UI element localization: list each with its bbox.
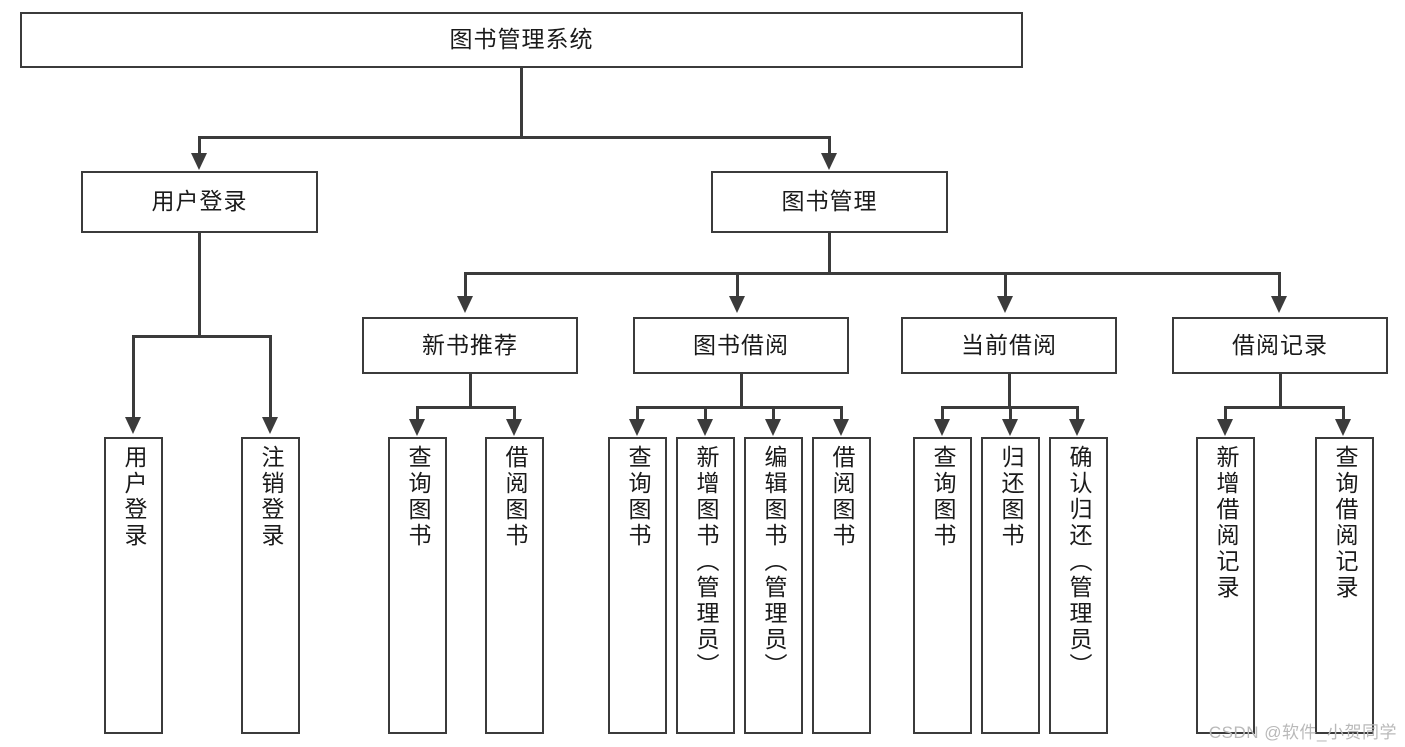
- leaf-book-borrow-add-book[interactable]: 新增图书（管理员）: [676, 437, 735, 734]
- connector-user-login-bus: [132, 335, 269, 338]
- connector-root-to-user-login: [198, 136, 201, 156]
- connector-new-book-leaf-2: [513, 406, 516, 421]
- arrow-user-login-leaf-2: [262, 417, 278, 434]
- connector-user-login-stem: [198, 233, 201, 337]
- leaf-book-borrow-borrow-book[interactable]: 借阅图书: [812, 437, 871, 734]
- leaf-new-book-query-book[interactable]: 查询图书: [388, 437, 447, 734]
- node-current-borrow[interactable]: 当前借阅: [901, 317, 1117, 374]
- node-book-management[interactable]: 图书管理: [711, 171, 948, 233]
- connector-current-borrow-leaf-1: [941, 406, 944, 421]
- connector-bm-to-new-book: [464, 272, 467, 298]
- leaf-borrow-record-query-record[interactable]: 查询借阅记录: [1315, 437, 1374, 734]
- node-label: 当前借阅: [961, 331, 1057, 358]
- leaf-book-borrow-query-book[interactable]: 查询图书: [608, 437, 667, 734]
- connector-book-management-bus: [464, 272, 1281, 275]
- leaf-current-borrow-confirm-return[interactable]: 确认归还（管理员）: [1049, 437, 1108, 734]
- connector-book-management-stem: [828, 233, 831, 274]
- connector-root-bus: [198, 136, 831, 139]
- arrow-book-borrow-leaf-3: [765, 419, 781, 436]
- node-label: 新书推荐: [422, 331, 518, 358]
- leaf-user-login-user-login[interactable]: 用户登录: [104, 437, 163, 734]
- node-label: 借阅图书: [502, 445, 528, 549]
- connector-borrow-record-leaf-1: [1224, 406, 1227, 421]
- node-borrow-record[interactable]: 借阅记录: [1172, 317, 1388, 374]
- leaf-borrow-record-add-record[interactable]: 新增借阅记录: [1196, 437, 1255, 734]
- node-label: 用户登录: [151, 188, 248, 215]
- connector-new-book-stem: [469, 374, 472, 408]
- node-book-borrow[interactable]: 图书借阅: [633, 317, 849, 374]
- node-label: 新增图书（管理员）: [693, 445, 719, 679]
- arrow-bm-to-new-book: [457, 296, 473, 313]
- node-label: 查询图书: [405, 445, 431, 549]
- connector-root-to-book-management: [828, 136, 831, 156]
- leaf-current-borrow-query-book[interactable]: 查询图书: [913, 437, 972, 734]
- leaf-user-login-logout[interactable]: 注销登录: [241, 437, 300, 734]
- connector-bm-to-book-borrow: [736, 272, 739, 298]
- arrow-new-book-leaf-1: [409, 419, 425, 436]
- node-label: 编辑图书（管理员）: [761, 445, 787, 679]
- connector-new-book-leaf-1: [416, 406, 419, 421]
- node-label: 查询图书: [625, 445, 651, 549]
- arrow-user-login-leaf-1: [125, 417, 141, 434]
- connector-book-borrow-stem: [740, 374, 743, 408]
- connector-book-borrow-bus: [636, 406, 842, 409]
- arrow-book-borrow-leaf-2: [697, 419, 713, 436]
- node-label: 借阅记录: [1232, 331, 1328, 358]
- leaf-current-borrow-return-book[interactable]: 归还图书: [981, 437, 1040, 734]
- connector-borrow-record-stem: [1279, 374, 1282, 408]
- node-new-book-recommend[interactable]: 新书推荐: [362, 317, 578, 374]
- connector-borrow-record-bus: [1224, 406, 1344, 409]
- arrow-current-borrow-leaf-2: [1002, 419, 1018, 436]
- arrow-bm-to-borrow-record: [1271, 296, 1287, 313]
- connector-book-borrow-leaf-2: [704, 406, 707, 421]
- connector-current-borrow-stem: [1008, 374, 1011, 408]
- connector-book-borrow-leaf-4: [840, 406, 843, 421]
- arrow-root-to-user-login: [191, 153, 207, 170]
- connector-user-login-leaf-1: [132, 335, 135, 419]
- arrow-root-to-book-management: [821, 153, 837, 170]
- connector-current-borrow-leaf-2: [1009, 406, 1012, 421]
- node-label: 借阅图书: [829, 445, 855, 549]
- node-user-login[interactable]: 用户登录: [81, 171, 318, 233]
- connector-book-borrow-leaf-1: [636, 406, 639, 421]
- node-label: 注销登录: [258, 445, 284, 549]
- arrow-bm-to-current-borrow: [997, 296, 1013, 313]
- leaf-new-book-borrow-book[interactable]: 借阅图书: [485, 437, 544, 734]
- node-label: 图书借阅: [693, 331, 789, 358]
- connector-user-login-leaf-2: [269, 335, 272, 419]
- connector-book-borrow-leaf-3: [772, 406, 775, 421]
- arrow-new-book-leaf-2: [506, 419, 522, 436]
- connector-current-borrow-leaf-3: [1076, 406, 1079, 421]
- arrow-bm-to-book-borrow: [729, 296, 745, 313]
- connector-new-book-bus: [416, 406, 515, 409]
- node-label: 查询借阅记录: [1332, 445, 1358, 601]
- arrow-current-borrow-leaf-1: [934, 419, 950, 436]
- node-label: 确认归还（管理员）: [1066, 445, 1092, 679]
- node-root-book-management-system[interactable]: 图书管理系统: [20, 12, 1023, 68]
- node-label: 图书管理: [781, 188, 878, 215]
- node-label: 图书管理系统: [449, 26, 594, 53]
- node-label: 用户登录: [121, 445, 147, 549]
- connector-root-stem: [520, 68, 523, 138]
- arrow-book-borrow-leaf-4: [833, 419, 849, 436]
- arrow-borrow-record-leaf-1: [1217, 419, 1233, 436]
- node-label: 归还图书: [998, 445, 1024, 549]
- connector-borrow-record-leaf-2: [1342, 406, 1345, 421]
- arrow-book-borrow-leaf-1: [629, 419, 645, 436]
- leaf-book-borrow-edit-book[interactable]: 编辑图书（管理员）: [744, 437, 803, 734]
- connector-bm-to-current-borrow: [1004, 272, 1007, 298]
- connector-bm-to-borrow-record: [1278, 272, 1281, 298]
- node-label: 查询图书: [930, 445, 956, 549]
- node-label: 新增借阅记录: [1213, 445, 1239, 601]
- arrow-current-borrow-leaf-3: [1069, 419, 1085, 436]
- arrow-borrow-record-leaf-2: [1335, 419, 1351, 436]
